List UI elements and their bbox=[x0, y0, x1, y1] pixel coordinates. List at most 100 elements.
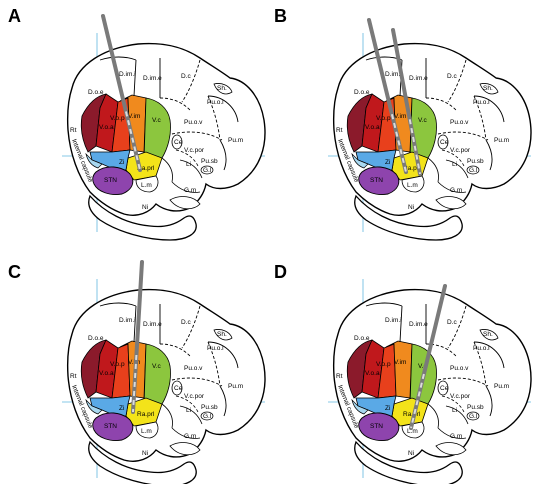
label-L-m: L.m bbox=[407, 182, 418, 189]
label-Ce: Ce bbox=[440, 139, 449, 146]
label-G-m: G.m bbox=[450, 187, 462, 194]
label-D-o-e: D.o.e bbox=[88, 335, 104, 342]
label-small_bottom: G.l bbox=[203, 413, 212, 420]
label-V-o-p: V.o.p bbox=[110, 115, 125, 122]
label-Zi: Zi bbox=[119, 159, 124, 166]
label-V-o-a: V.o.a bbox=[99, 370, 114, 377]
label-Ra-prl: Ra.prl bbox=[137, 165, 155, 172]
label-Pu-m: Pu.m bbox=[494, 137, 509, 144]
label-Ni: Ni bbox=[408, 450, 414, 457]
label-Ni: Ni bbox=[408, 204, 414, 211]
electrode-B-1 bbox=[367, 18, 408, 174]
label-small_top: Sh. bbox=[217, 85, 227, 92]
label-small_bottom: G.l bbox=[469, 167, 478, 174]
label-Pu-o-v: Pu.o.v bbox=[184, 365, 203, 372]
label-V-c: V.c bbox=[418, 363, 428, 370]
electrode-contacts-C-1 bbox=[132, 354, 138, 413]
label-Pu-m: Pu.m bbox=[494, 383, 509, 390]
label-V-o-a: V.o.a bbox=[365, 124, 380, 131]
label-D-o-e: D.o.e bbox=[354, 335, 370, 342]
label-G-m: G.m bbox=[184, 187, 196, 194]
label-D-c: D.c bbox=[447, 319, 458, 326]
label-STN: STN bbox=[370, 423, 383, 430]
label-Ra-prl: Ra.prl bbox=[403, 411, 421, 418]
panel-letter-A: A bbox=[8, 6, 21, 26]
label-Pu-sb: Pu.sb bbox=[201, 158, 218, 165]
panel-letter-D: D bbox=[274, 262, 287, 282]
label-Pu-m: Pu.m bbox=[228, 137, 243, 144]
label-V-c-por: V.c.por bbox=[450, 147, 471, 154]
label-Ce: Ce bbox=[440, 385, 449, 392]
label-small_bottom: G.l bbox=[203, 167, 212, 174]
label-V-o-p: V.o.p bbox=[110, 361, 125, 368]
label-D-im-e: D.im.e bbox=[409, 75, 428, 82]
label-D-c: D.c bbox=[181, 319, 192, 326]
label-Pu-o-v: Pu.o.v bbox=[184, 119, 203, 126]
electrode-C-1 bbox=[131, 260, 144, 414]
label-V-o-p: V.o.p bbox=[376, 115, 391, 122]
label-Ce: Ce bbox=[174, 385, 183, 392]
label-V-c-por: V.c.por bbox=[184, 393, 205, 400]
label-STN: STN bbox=[104, 423, 117, 430]
label-V-o-a: V.o.a bbox=[99, 124, 114, 131]
electrode-contacts-B-1 bbox=[390, 114, 407, 173]
label-Li: Li bbox=[452, 407, 457, 414]
label-D-im-e: D.im.e bbox=[143, 75, 162, 82]
label-Zi: Zi bbox=[119, 405, 124, 412]
panel-letter-B: B bbox=[274, 6, 287, 26]
label-Pu-m: Pu.m bbox=[228, 383, 243, 390]
label-D-im-i: D.im.i bbox=[119, 71, 136, 78]
label-STN: STN bbox=[370, 177, 383, 184]
label-D-c: D.c bbox=[447, 73, 458, 80]
label-Ni: Ni bbox=[142, 450, 148, 457]
label-D-im-i: D.im.i bbox=[385, 317, 402, 324]
label-Pu-o-v: Pu.o.v bbox=[450, 365, 469, 372]
label-Zi: Zi bbox=[385, 405, 390, 412]
label-Ni: Ni bbox=[142, 204, 148, 211]
label-V-im: V.im bbox=[394, 359, 406, 366]
label-V-c-por: V.c.por bbox=[450, 393, 471, 400]
label-V-im: V.im bbox=[394, 113, 406, 120]
label-Li: Li bbox=[452, 161, 457, 168]
label-Pu-sb: Pu.sb bbox=[201, 404, 218, 411]
label-G-m: G.m bbox=[184, 433, 196, 440]
label-STN: STN bbox=[104, 177, 117, 184]
label-L-m: L.m bbox=[141, 428, 152, 435]
label-L-m: L.m bbox=[141, 182, 152, 189]
label-small_top: Sh. bbox=[483, 331, 493, 338]
label-Pu-o-l: Pu.o.l bbox=[207, 345, 224, 352]
label-D-im-e: D.im.e bbox=[409, 321, 428, 328]
label-Rt: Rt bbox=[70, 127, 77, 134]
thalamus-atlas-D bbox=[327, 278, 532, 484]
label-Pu-o-l: Pu.o.l bbox=[207, 99, 224, 106]
label-Pu-sb: Pu.sb bbox=[467, 404, 484, 411]
label-V-c: V.c bbox=[152, 363, 162, 370]
thalamus-atlas-C bbox=[61, 278, 266, 484]
electrode-contacts-A-1 bbox=[124, 111, 141, 171]
label-Pu-o-l: Pu.o.l bbox=[473, 99, 490, 106]
label-D-c: D.c bbox=[181, 73, 192, 80]
label-V-c: V.c bbox=[418, 117, 428, 124]
panel-letter-C: C bbox=[8, 262, 21, 282]
label-Pu-o-v: Pu.o.v bbox=[450, 119, 469, 126]
electrode-contacts-D-1 bbox=[410, 373, 425, 429]
label-Ce: Ce bbox=[174, 139, 183, 146]
label-Rt: Rt bbox=[336, 127, 343, 134]
label-Li: Li bbox=[186, 407, 191, 414]
label-Pu-sb: Pu.sb bbox=[467, 158, 484, 165]
label-D-im-e: D.im.e bbox=[143, 321, 162, 328]
label-D-o-e: D.o.e bbox=[88, 89, 104, 96]
label-Rt: Rt bbox=[336, 373, 343, 380]
label-Li: Li bbox=[186, 161, 191, 168]
label-Zi: Zi bbox=[385, 159, 390, 166]
label-Ra-prl: Ra.prl bbox=[403, 165, 421, 172]
label-V-c-por: V.c.por bbox=[184, 147, 205, 154]
label-V-o-p: V.o.p bbox=[376, 361, 391, 368]
electrode-contacts-B-2 bbox=[408, 119, 421, 175]
label-D-im-i: D.im.i bbox=[385, 71, 402, 78]
